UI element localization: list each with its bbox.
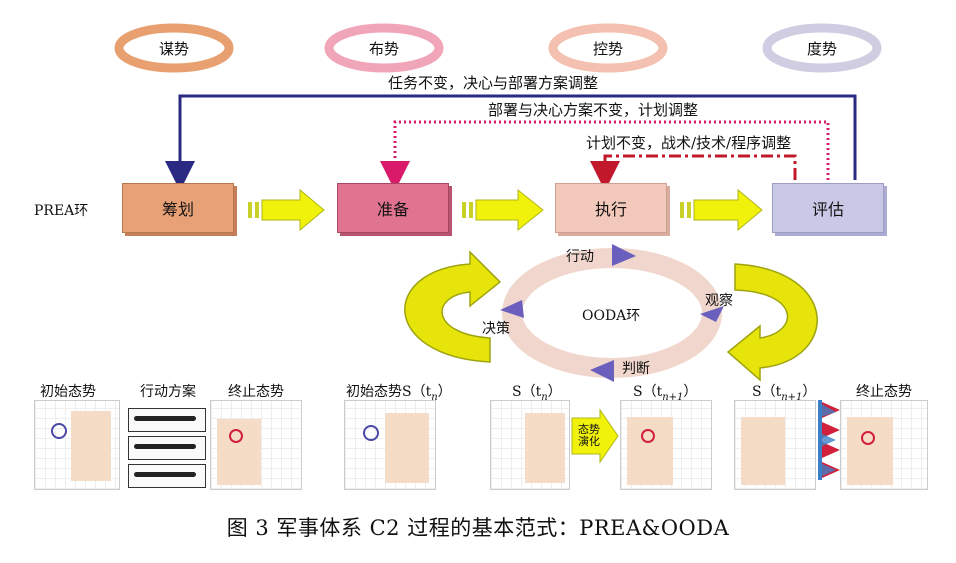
oval-dushi bbox=[762, 23, 882, 73]
prea-box-prepare: 准备 bbox=[337, 183, 449, 233]
prea-arrow-1 bbox=[248, 188, 325, 232]
ooda-marker-observe bbox=[700, 306, 724, 322]
sawtooth-separator bbox=[818, 400, 840, 480]
ooda-step-action: 行动 bbox=[566, 249, 594, 265]
situation-map-final bbox=[210, 400, 302, 490]
ooda-step-observe: 观察 bbox=[705, 293, 733, 309]
situation-map-initial bbox=[34, 400, 120, 490]
ooda-center-label: OODA环 bbox=[582, 308, 641, 324]
panel-title-s-tn: S（tn） bbox=[512, 384, 562, 403]
prea-loop-label: PREA环 bbox=[34, 203, 89, 219]
situation-map-tn1 bbox=[620, 400, 712, 490]
prea-arrow-2 bbox=[462, 188, 544, 232]
situation-map-tn bbox=[490, 400, 570, 490]
oval-kongshi bbox=[548, 23, 668, 73]
prea-box-plan: 筹划 bbox=[122, 183, 234, 233]
feedback-inner-label: 计划不变，战术/技术/程序调整 bbox=[586, 134, 792, 152]
situation-map-tn1-b bbox=[734, 400, 816, 490]
panel-title-initial-s: 初始态势S（tn） bbox=[346, 384, 452, 403]
prea-arrow-3 bbox=[680, 188, 763, 232]
evolve-label: 态势 演化 bbox=[578, 423, 600, 448]
oval-label-bushi: 布势 bbox=[368, 39, 399, 58]
situation-map-final-2 bbox=[840, 400, 928, 490]
panel-title-s-tn1: S（tn+1） bbox=[633, 384, 698, 403]
feedback-outer-line bbox=[165, 94, 857, 191]
panel-title-final-2: 终止态势 bbox=[856, 384, 912, 400]
panel-title-plan: 行动方案 bbox=[140, 384, 196, 400]
figure-caption: 图 3 军事体系 C2 过程的基本范式：PREA&OODA bbox=[226, 516, 730, 540]
prea-box-assess: 评估 bbox=[772, 183, 884, 233]
ooda-step-decide: 决策 bbox=[482, 321, 510, 337]
ooda-curve-left bbox=[404, 250, 502, 363]
prea-box-execute: 执行 bbox=[555, 183, 667, 233]
oval-bushi bbox=[324, 23, 444, 73]
oval-label-moushi: 谋势 bbox=[158, 39, 189, 58]
oval-label-kongshi: 控势 bbox=[592, 39, 623, 58]
oval-moushi bbox=[114, 23, 234, 73]
evolve-arrow bbox=[571, 408, 619, 464]
ooda-marker-action bbox=[612, 244, 636, 266]
feedback-inner-line bbox=[590, 154, 797, 191]
ooda-marker-decide bbox=[500, 300, 524, 318]
panel-title-initial: 初始态势 bbox=[40, 384, 96, 400]
feedback-middle-label: 部署与决心方案不变，计划调整 bbox=[488, 101, 699, 119]
panel-title-s-tn1-b: S（tn+1） bbox=[752, 384, 817, 403]
feedback-outer-label: 任务不变，决心与部署方案调整 bbox=[388, 74, 599, 92]
ooda-curve-right bbox=[726, 263, 818, 382]
ooda-step-judge: 判断 bbox=[622, 361, 650, 377]
ooda-marker-judge bbox=[590, 360, 614, 382]
panel-title-final: 终止态势 bbox=[228, 384, 284, 400]
action-plan-list bbox=[128, 408, 206, 488]
oval-label-dushi: 度势 bbox=[806, 39, 837, 58]
situation-map-tn-initial bbox=[344, 400, 436, 490]
